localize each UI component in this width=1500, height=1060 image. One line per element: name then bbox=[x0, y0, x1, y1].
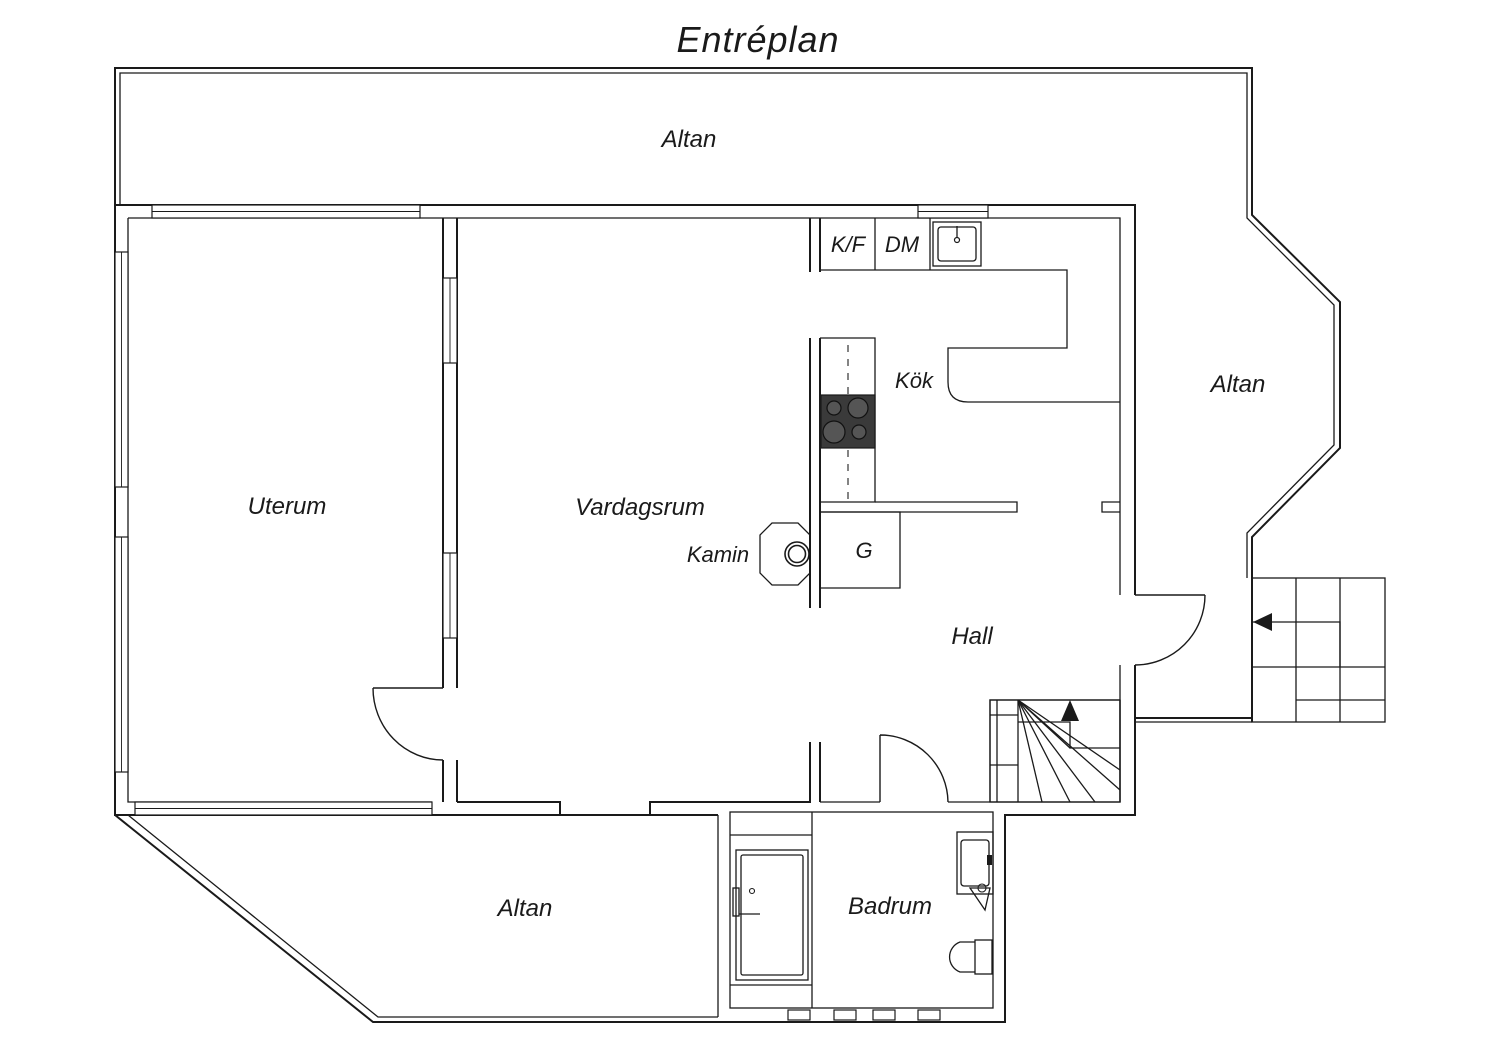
label-badrum: Badrum bbox=[848, 893, 932, 920]
entry-stairs-icon bbox=[1251, 577, 1386, 723]
fireplace-icon bbox=[759, 522, 811, 586]
washbasin-icon bbox=[956, 831, 994, 912]
label-uterum: Uterum bbox=[248, 493, 327, 520]
label-altan-right: Altan bbox=[1209, 371, 1266, 398]
label-g: G bbox=[855, 538, 872, 563]
toilet-icon bbox=[948, 939, 993, 975]
plan-title: Entréplan bbox=[676, 19, 839, 60]
label-kamin: Kamin bbox=[687, 542, 749, 567]
bathtub-icon bbox=[732, 849, 809, 981]
interior-walls bbox=[457, 218, 1121, 815]
stove-icon bbox=[820, 394, 876, 449]
label-dm: DM bbox=[885, 232, 920, 257]
altan-right-boundary bbox=[1135, 578, 1253, 723]
kitchen-sink-icon bbox=[932, 221, 982, 267]
label-hall: Hall bbox=[951, 623, 993, 650]
altan-top-outline bbox=[114, 67, 1341, 578]
label-altan-bottom: Altan bbox=[496, 895, 553, 922]
windows bbox=[114, 204, 989, 1021]
label-kok: Kök bbox=[895, 368, 934, 393]
staircase-icon bbox=[989, 699, 1121, 803]
bathroom-walls bbox=[729, 811, 994, 1009]
label-altan-top: Altan bbox=[660, 126, 717, 153]
altan-bottom-outline bbox=[114, 814, 1006, 1023]
label-vardagsrum: Vardagsrum bbox=[575, 494, 705, 521]
label-kf: K/F bbox=[831, 232, 867, 257]
room-labels: Altan Altan Uterum Vardagsrum K/F DM Kök… bbox=[248, 126, 1266, 922]
doors bbox=[372, 594, 1206, 803]
